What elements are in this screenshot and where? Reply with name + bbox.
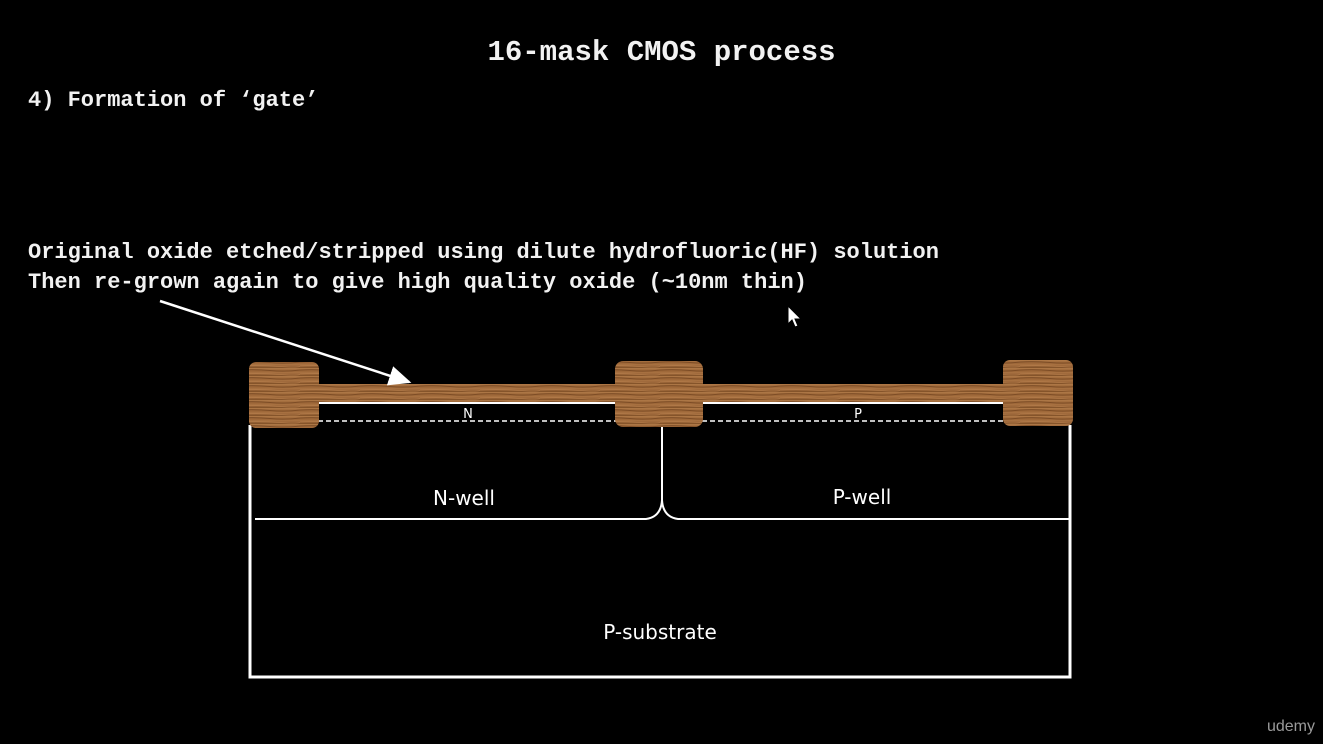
n-active-label: N bbox=[463, 407, 473, 422]
note-line-1: Original oxide etched/stripped using dil… bbox=[28, 240, 939, 265]
n-well-label: N-well bbox=[433, 486, 495, 510]
substrate-label: P-substrate bbox=[603, 620, 717, 644]
pointer-arrow bbox=[159, 299, 412, 386]
field-oxide-left bbox=[249, 362, 319, 428]
substrate-outline bbox=[248, 425, 1072, 679]
udemy-watermark: udemy bbox=[1266, 718, 1315, 735]
mouse-cursor-icon bbox=[787, 304, 803, 328]
field-oxide-right bbox=[1003, 360, 1073, 426]
field-oxide-middle bbox=[615, 361, 703, 427]
p-active-label: P bbox=[854, 407, 862, 422]
slide-title: 16-mask CMOS process bbox=[487, 36, 836, 69]
note-line-2: Then re-grown again to give high quality… bbox=[28, 270, 807, 295]
well-boundary bbox=[255, 426, 1070, 520]
p-well-label: P-well bbox=[833, 485, 892, 509]
step-heading: 4) Formation of ‘gate’ bbox=[28, 88, 319, 113]
